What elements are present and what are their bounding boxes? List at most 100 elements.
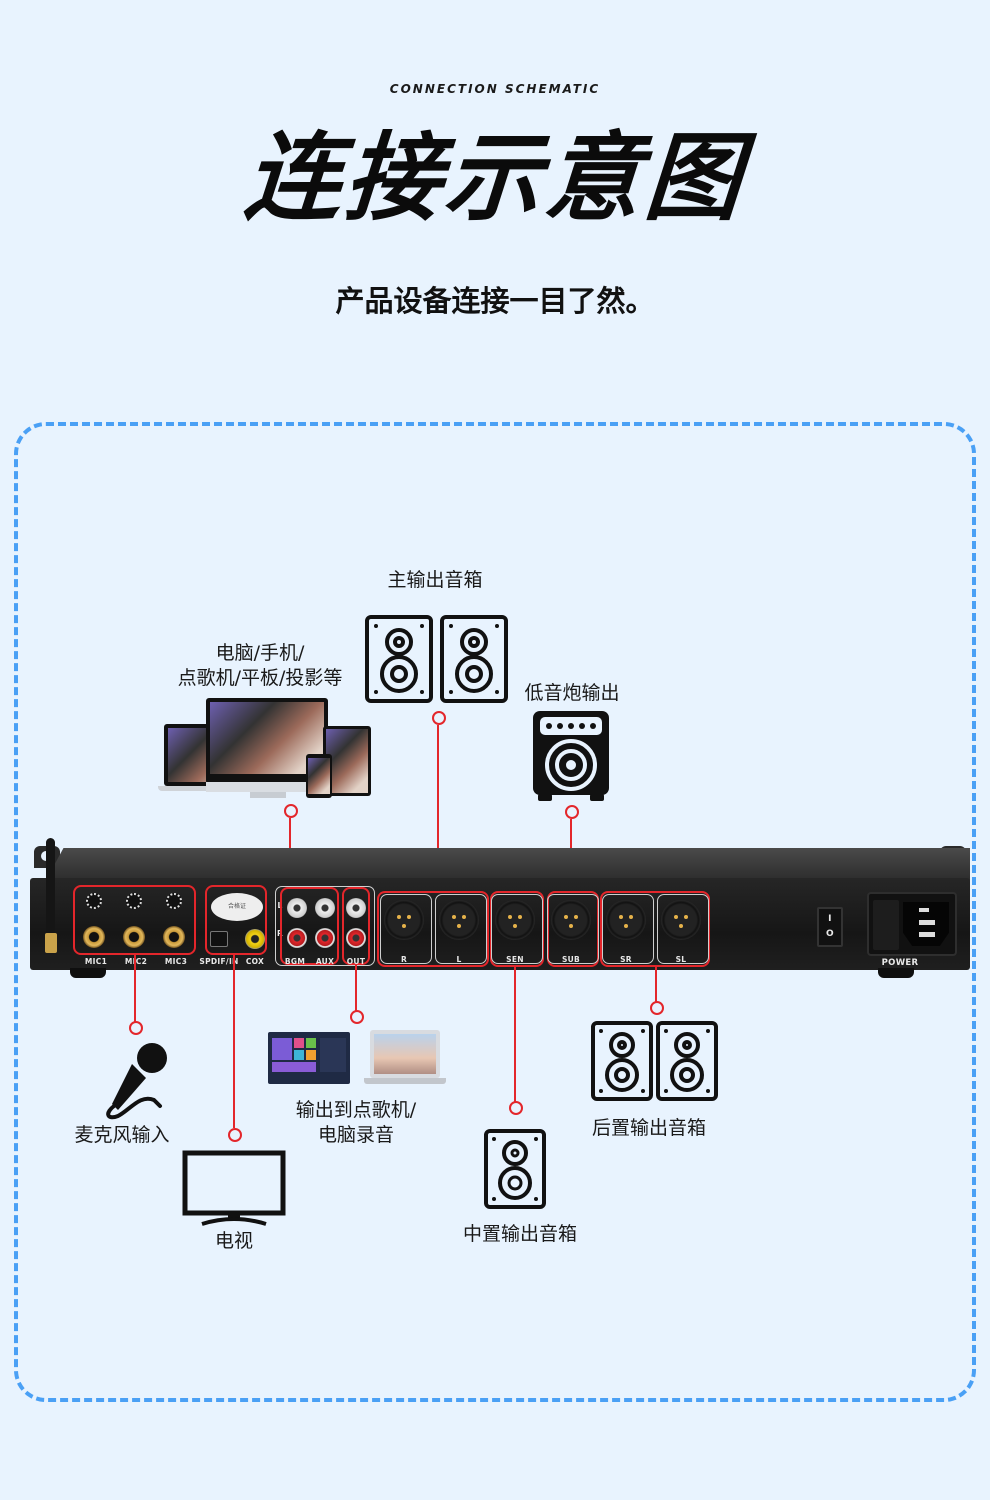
xlr-output-sub[interactable] — [551, 900, 591, 940]
rca-panel — [275, 886, 375, 966]
tv-label: 电视 — [214, 1230, 253, 1252]
main-speakers-icon — [365, 615, 508, 703]
rca-side-mark-r: R — [276, 929, 284, 938]
out-label: OUT — [346, 957, 366, 966]
sources-label-line1: 电脑/手机/ — [215, 642, 305, 664]
center-node — [509, 1101, 523, 1115]
xlr-label-sen: SEN — [506, 955, 524, 964]
main-speakers-label: 主输出音箱 — [387, 569, 483, 591]
rca-side-mark-l: L — [277, 901, 283, 910]
coax-label: COX — [245, 957, 265, 966]
center-speaker-icon — [484, 1129, 546, 1209]
tv-node — [228, 1128, 242, 1142]
power-switch[interactable]: I O — [817, 907, 843, 947]
xlr-pin — [564, 915, 568, 919]
main-speakers-node — [432, 711, 446, 725]
spdif-optical-port[interactable] — [210, 931, 228, 947]
recorder-label-line2: 电脑录音 — [317, 1124, 394, 1146]
rear-node — [650, 1001, 664, 1015]
tv-wire — [233, 955, 235, 1128]
rear-speakers-icon — [591, 1021, 718, 1101]
subwoofer-label: 低音炮输出 — [524, 682, 620, 704]
switch-on-mark: I — [828, 914, 832, 924]
out-left-port[interactable] — [346, 898, 366, 918]
mic2-volume-knob[interactable] — [126, 893, 142, 909]
aux-left-port[interactable] — [315, 898, 335, 918]
xlr-pin — [574, 915, 578, 919]
power-inlet[interactable] — [867, 892, 957, 956]
xlr-pin — [402, 924, 406, 928]
power-label: POWER — [881, 958, 919, 968]
certificate-sticker: 合格证 — [211, 893, 263, 921]
xlr-output-sl[interactable] — [661, 900, 701, 940]
aux-label: AUX — [315, 957, 335, 966]
mic1-label: MIC1 — [84, 957, 108, 966]
mic3-jack[interactable] — [163, 926, 185, 948]
device-foot — [878, 968, 914, 978]
antenna-icon[interactable] — [42, 838, 58, 958]
xlr-pin — [619, 915, 623, 919]
recorder-label-line1: 输出到点歌机/ — [295, 1099, 417, 1121]
xlr-output-sr[interactable] — [606, 900, 646, 940]
xlr-panel-r — [380, 894, 432, 964]
xlr-output-sen[interactable] — [495, 900, 535, 940]
out-right-port[interactable] — [346, 928, 366, 948]
main-speakers-wire — [437, 725, 439, 890]
xlr-output-l[interactable] — [439, 900, 479, 940]
rear-wire — [655, 967, 657, 1002]
device-top-cover — [45, 848, 970, 882]
subwoofer-icon — [533, 711, 609, 801]
xlr-pin — [457, 924, 461, 928]
device-foot — [70, 968, 106, 978]
xlr-output-r[interactable] — [384, 900, 424, 940]
xlr-pin — [679, 924, 683, 928]
xlr-pin — [569, 924, 573, 928]
xlr-pin — [452, 915, 456, 919]
mic1-jack[interactable] — [83, 926, 105, 948]
microphone-label: 麦克风输入 — [74, 1124, 170, 1146]
mic-input-group — [73, 885, 196, 955]
xlr-pin — [674, 915, 678, 919]
xlr-label-r: R — [400, 955, 408, 964]
diagram-frame — [14, 422, 976, 1402]
rear-speakers-label: 后置输出音箱 — [591, 1117, 706, 1139]
xlr-panel-sub — [547, 894, 599, 964]
xlr-label-sub: SUB — [561, 955, 581, 964]
xlr-pin — [513, 924, 517, 928]
mic-wire — [134, 955, 136, 1022]
xlr-panel-l — [435, 894, 487, 964]
mic2-jack[interactable] — [123, 926, 145, 948]
mic1-volume-knob[interactable] — [86, 893, 102, 909]
xlr-pin — [407, 915, 411, 919]
bgm-right-port[interactable] — [287, 928, 307, 948]
xlr-pin — [684, 915, 688, 919]
bgm-left-port[interactable] — [287, 898, 307, 918]
mic3-volume-knob[interactable] — [166, 893, 182, 909]
subwoofer-node — [565, 805, 579, 819]
rear-output-group — [600, 891, 710, 967]
mic2-label: MIC2 — [124, 957, 148, 966]
page-title: 连接示意图 — [241, 122, 749, 234]
main-output-group — [377, 891, 489, 967]
xlr-pin — [518, 915, 522, 919]
sources-node — [284, 804, 298, 818]
xlr-pin — [462, 915, 466, 919]
tagline: 产品设备连接一目了然。 — [335, 284, 655, 318]
bgm-aux-group — [280, 887, 339, 965]
sources-label-line2: 点歌机/平板/投影等 — [177, 667, 343, 689]
center-wire — [514, 967, 516, 1102]
coax-port[interactable] — [245, 929, 265, 949]
mic3-label: MIC3 — [164, 957, 188, 966]
xlr-panel-sl — [657, 894, 709, 964]
xlr-pin — [624, 924, 628, 928]
spdif-label: SPDIF/IN — [199, 957, 239, 966]
jukebox-laptop-icon — [268, 1030, 450, 1088]
aux-right-port[interactable] — [315, 928, 335, 948]
xlr-pin — [629, 915, 633, 919]
tv-icon — [182, 1150, 286, 1226]
bgm-label: BGM — [284, 957, 306, 966]
recorder-node — [350, 1010, 364, 1024]
multi-device-icon — [158, 696, 373, 800]
out-group — [342, 887, 370, 965]
xlr-label-l: L — [456, 955, 462, 964]
